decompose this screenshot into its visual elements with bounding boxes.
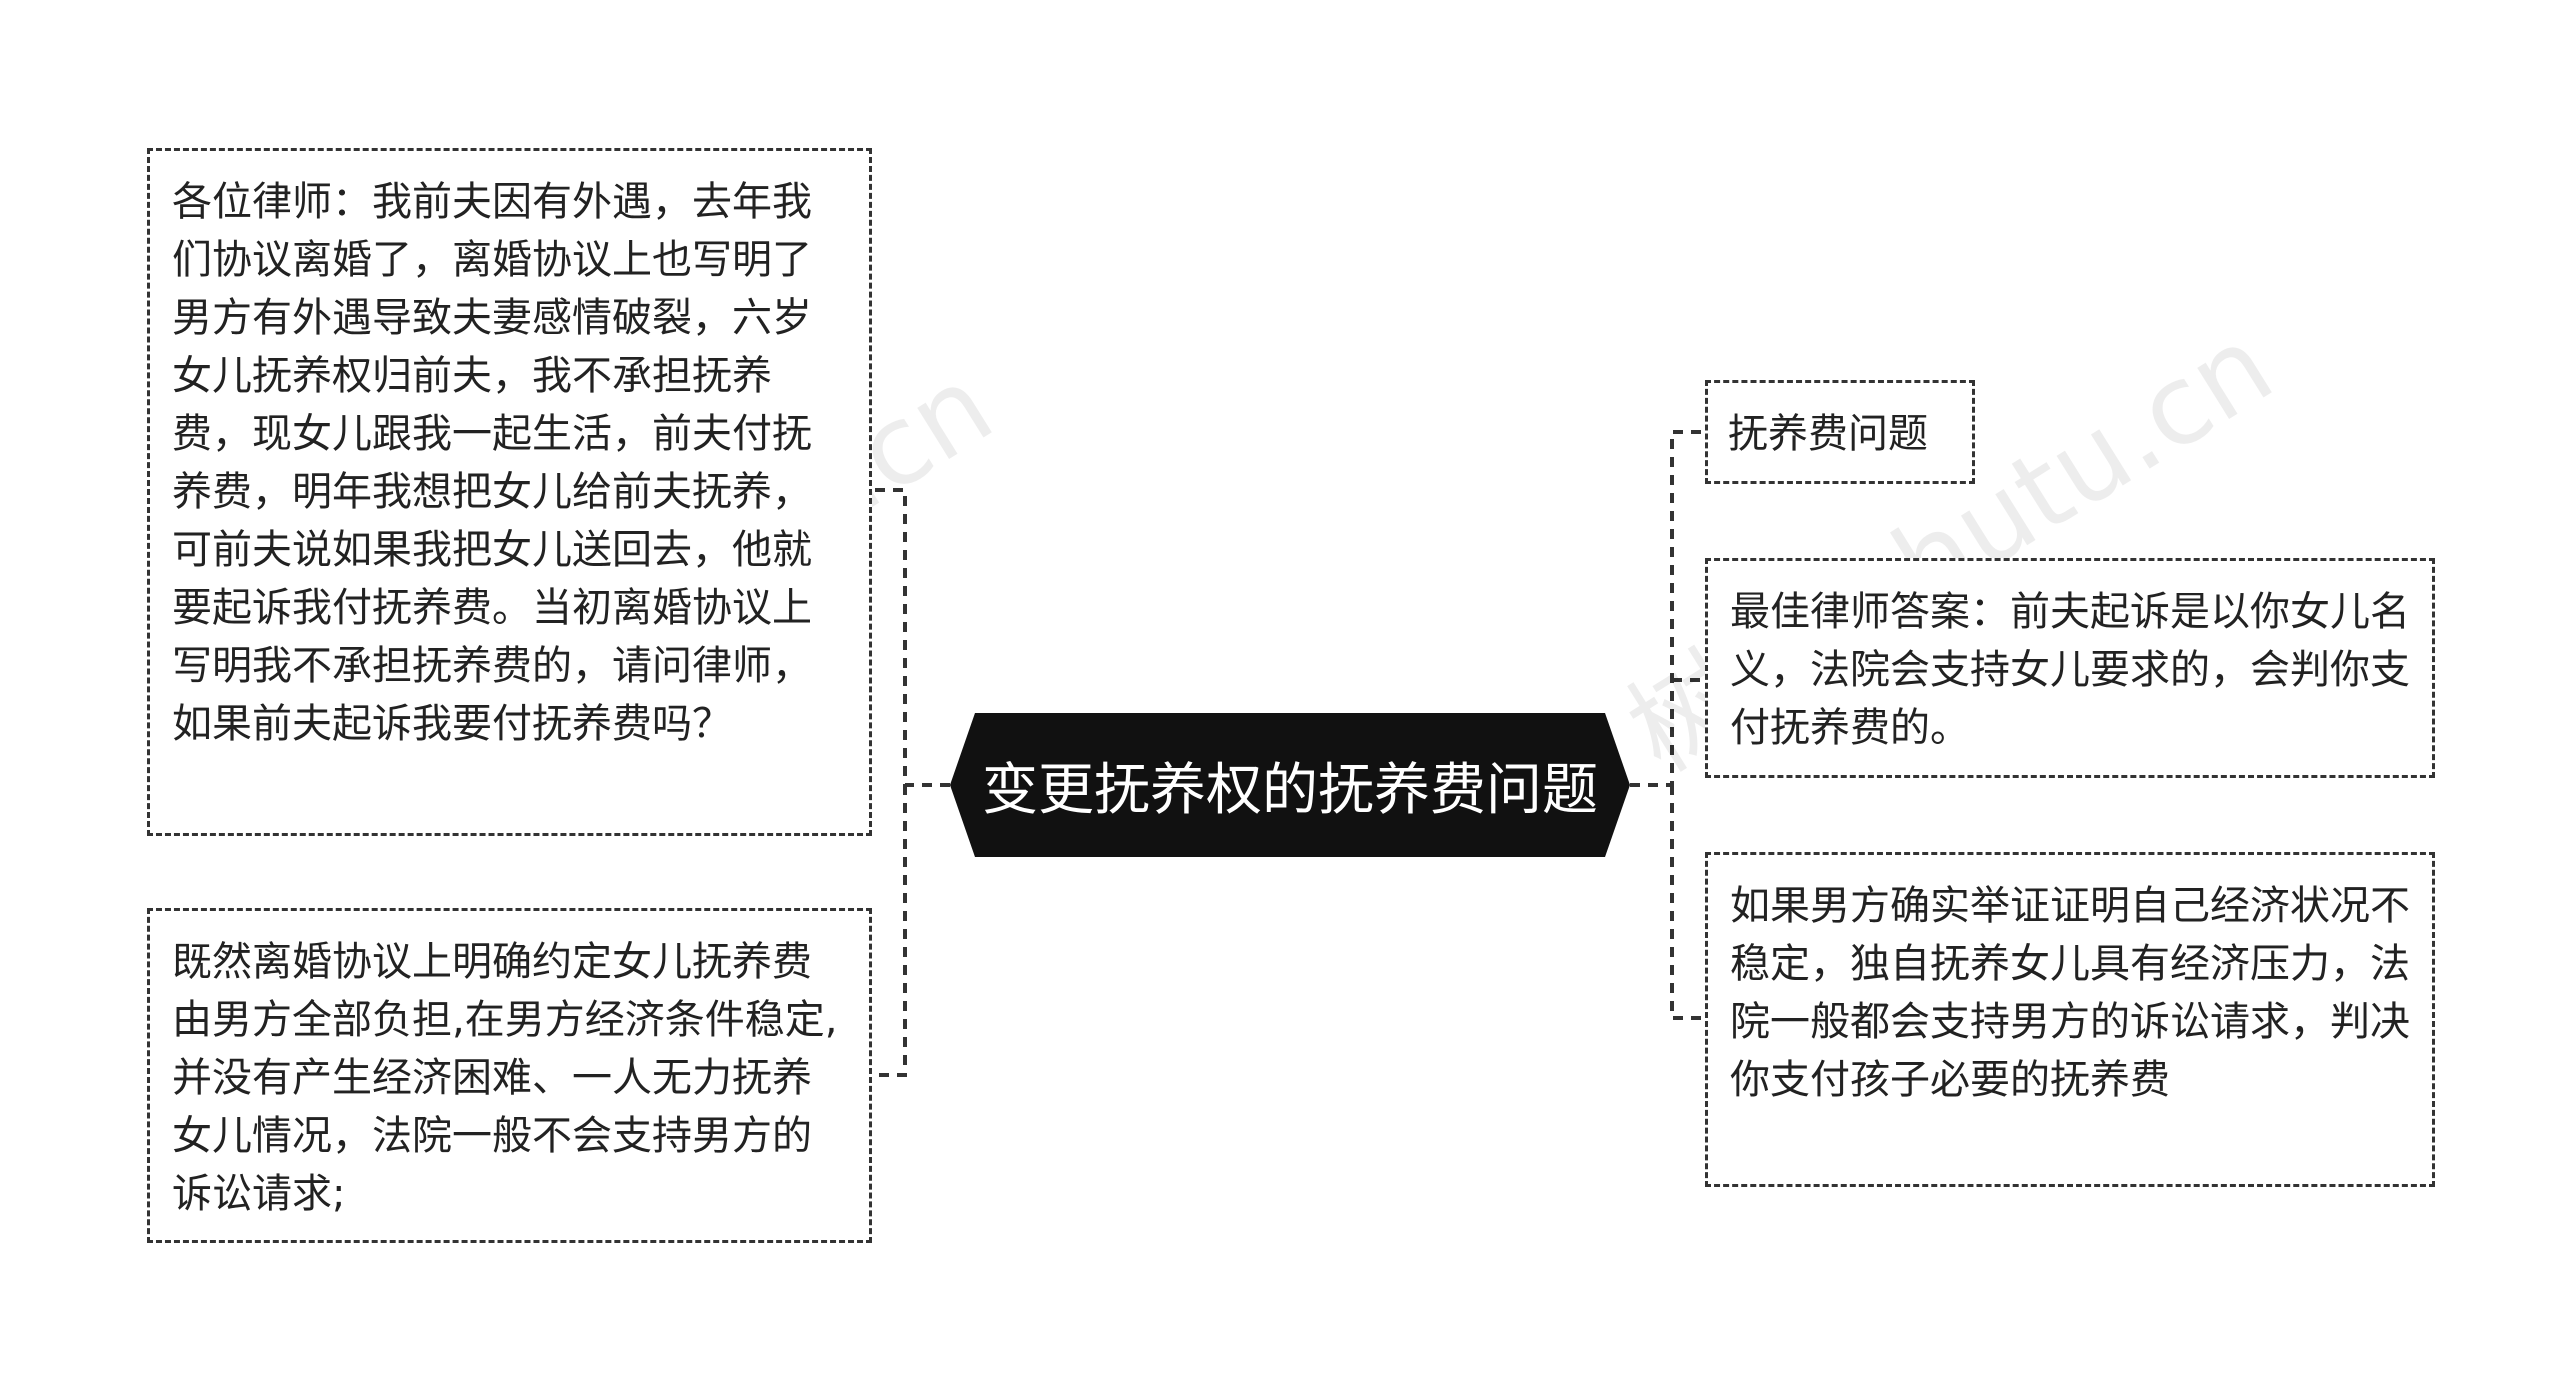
right-node-condition-text: 如果男方确实举证证明自己经济状况不稳定，独自抚养女儿具有经济压力，法院一般都会支… (1730, 883, 2410, 1103)
left-node-question-text: 各位律师：我前夫因有外遇，去年我们协议离婚了，离婚协议上也写明了男方有外遇导致夫… (172, 179, 812, 747)
right-node-topic[interactable]: 抚养费问题 (1705, 380, 1975, 484)
left-node-question[interactable]: 各位律师：我前夫因有外遇，去年我们协议离婚了，离婚协议上也写明了男方有外遇导致夫… (147, 148, 872, 836)
left-node-answer-text: 既然离婚协议上明确约定女儿抚养费由男方全部负担,在男方经济条件稳定,并没有产生经… (172, 939, 838, 1217)
center-topic-title: 变更抚养权的抚养费问题 (982, 757, 1598, 823)
right-node-best-answer[interactable]: 最佳律师答案：前夫起诉是以你女儿名义，法院会支持女儿要求的，会判你支付抚养费的。 (1705, 558, 2435, 778)
connector-left-2 (872, 785, 907, 1077)
right-node-condition[interactable]: 如果男方确实举证证明自己经济状况不稳定，独自抚养女儿具有经济压力，法院一般都会支… (1705, 852, 2435, 1187)
center-topic[interactable]: 变更抚养权的抚养费问题 (950, 713, 1630, 857)
right-node-best-answer-text: 最佳律师答案：前夫起诉是以你女儿名义，法院会支持女儿要求的，会判你支付抚养费的。 (1730, 589, 2410, 751)
left-node-answer[interactable]: 既然离婚协议上明确约定女儿抚养费由男方全部负担,在男方经济条件稳定,并没有产生经… (147, 908, 872, 1243)
center-hexagon-shape (950, 713, 1630, 857)
connector-left-1 (872, 488, 950, 787)
right-node-topic-text: 抚养费问题 (1728, 411, 1928, 457)
connector-right-1 (1630, 430, 1705, 787)
connector-right-2 (1670, 785, 1705, 1020)
